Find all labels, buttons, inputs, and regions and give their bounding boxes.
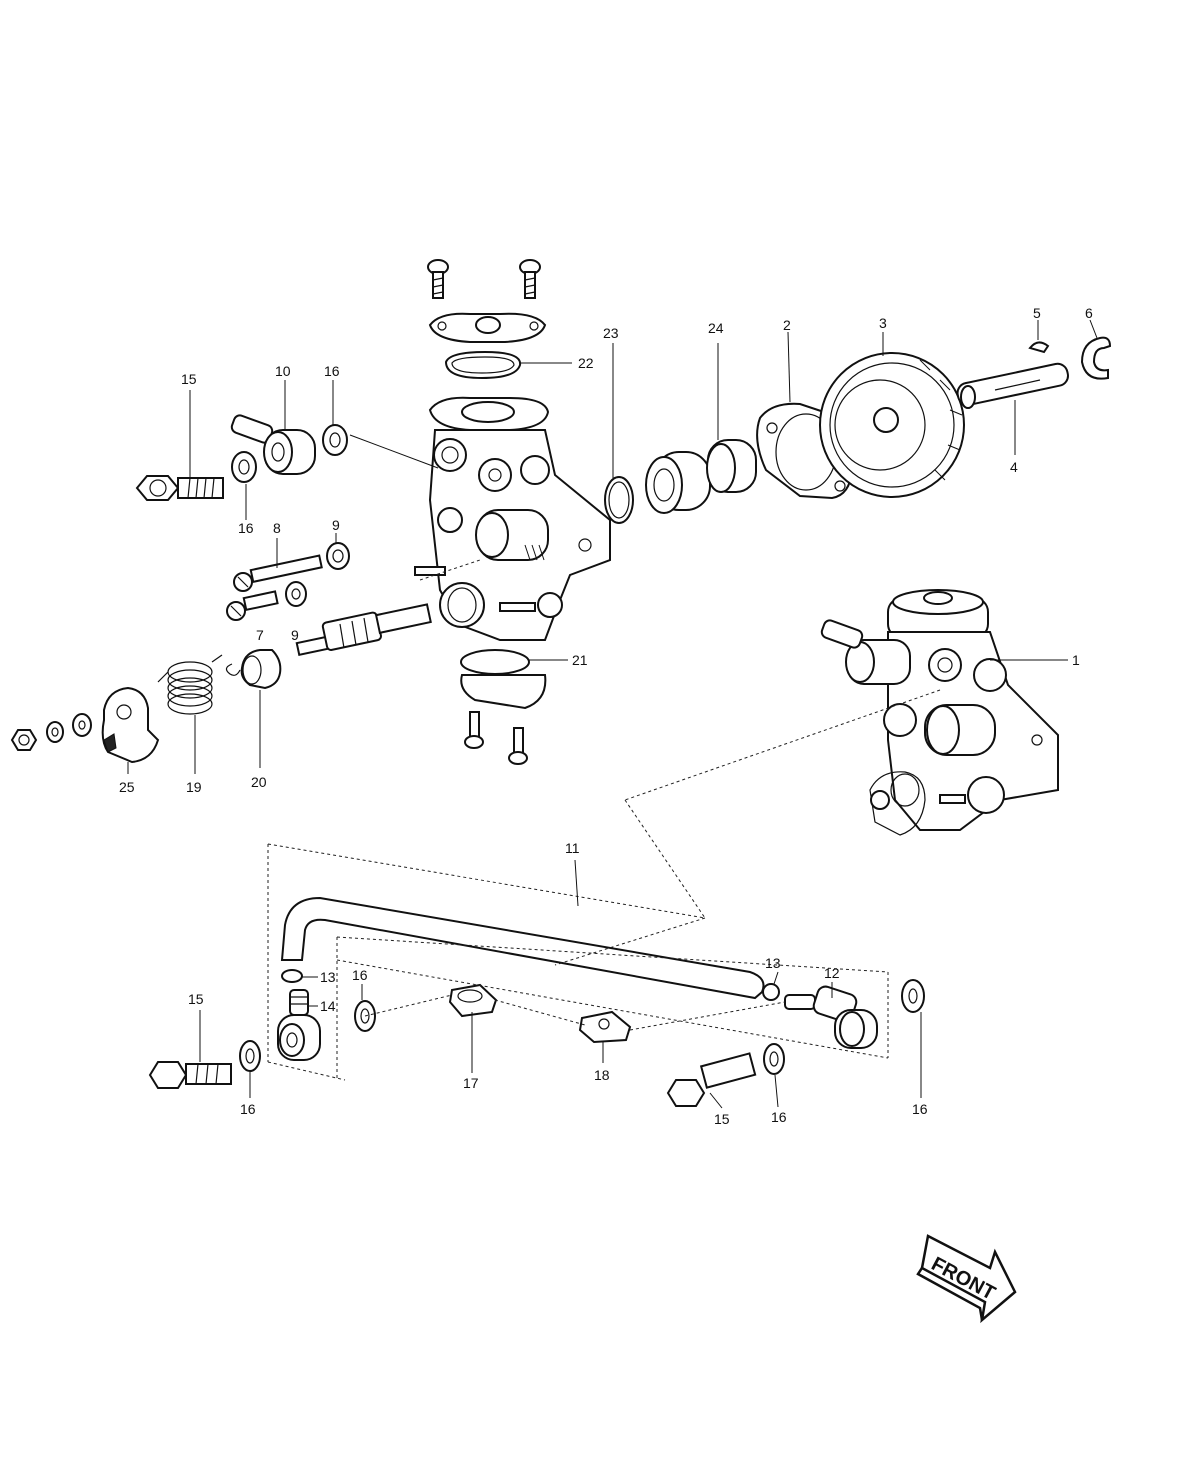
clip-20	[225, 663, 241, 676]
label-9a: 9	[332, 517, 340, 533]
washer-16-top-left	[231, 451, 257, 483]
label-14: 14	[320, 998, 336, 1014]
bottom-cover-plate	[460, 649, 547, 710]
label-19: 19	[186, 779, 202, 795]
bushing-24	[645, 439, 757, 514]
label-25: 25	[119, 779, 135, 795]
cover-screw-right	[519, 259, 541, 299]
label-2: 2	[783, 317, 791, 333]
bottom-screw-right	[508, 727, 528, 765]
washer-9-upper	[326, 542, 350, 570]
leader-lines	[127, 319, 1098, 1109]
label-9b: 9	[291, 627, 299, 643]
front-direction-arrow: FRONT	[916, 1234, 1017, 1324]
clamp-13-left	[281, 969, 303, 983]
banjo-bolt-15-lower-right	[666, 1052, 757, 1107]
label-15a: 15	[181, 371, 197, 387]
washer-16-lower-right	[763, 1043, 785, 1075]
top-cover-plate	[428, 312, 547, 343]
screw-7	[226, 590, 279, 621]
banjo-fitting-10	[230, 414, 316, 475]
cover-screw-left	[427, 259, 449, 299]
label-18: 18	[594, 1067, 610, 1083]
pump-shaft	[295, 603, 432, 657]
label-13b: 13	[765, 955, 781, 971]
control-lever-25	[101, 686, 160, 764]
banjo-fitting-12	[784, 985, 878, 1049]
label-16d: 16	[240, 1101, 256, 1117]
label-16e: 16	[771, 1109, 787, 1125]
label-23: 23	[603, 325, 619, 341]
label-22: 22	[578, 355, 594, 371]
label-15c: 15	[714, 1111, 730, 1127]
label-20: 20	[251, 774, 267, 790]
label-10: 10	[275, 363, 291, 379]
oil-pipe-11	[280, 896, 765, 1000]
grommet-18	[578, 1010, 632, 1044]
circlip-6	[1080, 336, 1112, 380]
banjo-bolt-15-lower-left	[148, 1061, 232, 1089]
return-spring-19	[157, 654, 223, 715]
label-16b: 16	[238, 520, 254, 536]
part-labels: 15 10 16 16 8 9 7 9 22 23 24 2 3 5 6 4 1…	[119, 305, 1093, 1127]
drive-gear-3	[819, 352, 965, 498]
washer-16-far-right	[901, 979, 925, 1013]
gear-shaft-4	[956, 362, 1069, 409]
screw-8	[233, 554, 323, 592]
label-6: 6	[1085, 305, 1093, 321]
label-8: 8	[273, 520, 281, 536]
o-ring-23	[604, 476, 634, 524]
bottom-screw-left	[464, 711, 484, 749]
label-16c: 16	[352, 967, 368, 983]
washer-16-lower-left	[239, 1040, 261, 1072]
washer-16-top-right	[322, 424, 348, 456]
washer-25b	[72, 713, 92, 737]
pump-body-exploded	[414, 396, 611, 641]
reference-lines	[267, 559, 941, 1081]
label-12: 12	[824, 965, 840, 981]
clamp-13-right	[762, 983, 780, 1001]
label-17: 17	[463, 1075, 479, 1091]
washer-25a	[46, 721, 64, 743]
pump-assembly-1	[820, 589, 1059, 836]
banjo-bolt-15-top	[135, 475, 224, 501]
label-24: 24	[708, 320, 724, 336]
label-16f: 16	[912, 1101, 928, 1117]
label-5: 5	[1033, 305, 1041, 321]
label-3: 3	[879, 315, 887, 331]
label-1: 1	[1072, 652, 1080, 668]
key-5	[1028, 341, 1050, 354]
grommet-17	[448, 983, 498, 1018]
label-13a: 13	[320, 969, 336, 985]
banjo-fitting-14	[277, 989, 321, 1061]
label-21: 21	[572, 652, 588, 668]
o-ring-top	[444, 350, 522, 380]
washer-9-lower	[285, 581, 307, 607]
label-4: 4	[1010, 459, 1018, 475]
label-15b: 15	[188, 991, 204, 1007]
label-11: 11	[565, 840, 580, 856]
seal-cap-20	[240, 649, 282, 690]
label-16a: 16	[324, 363, 340, 379]
label-7: 7	[256, 627, 264, 643]
nut-25	[10, 729, 38, 751]
